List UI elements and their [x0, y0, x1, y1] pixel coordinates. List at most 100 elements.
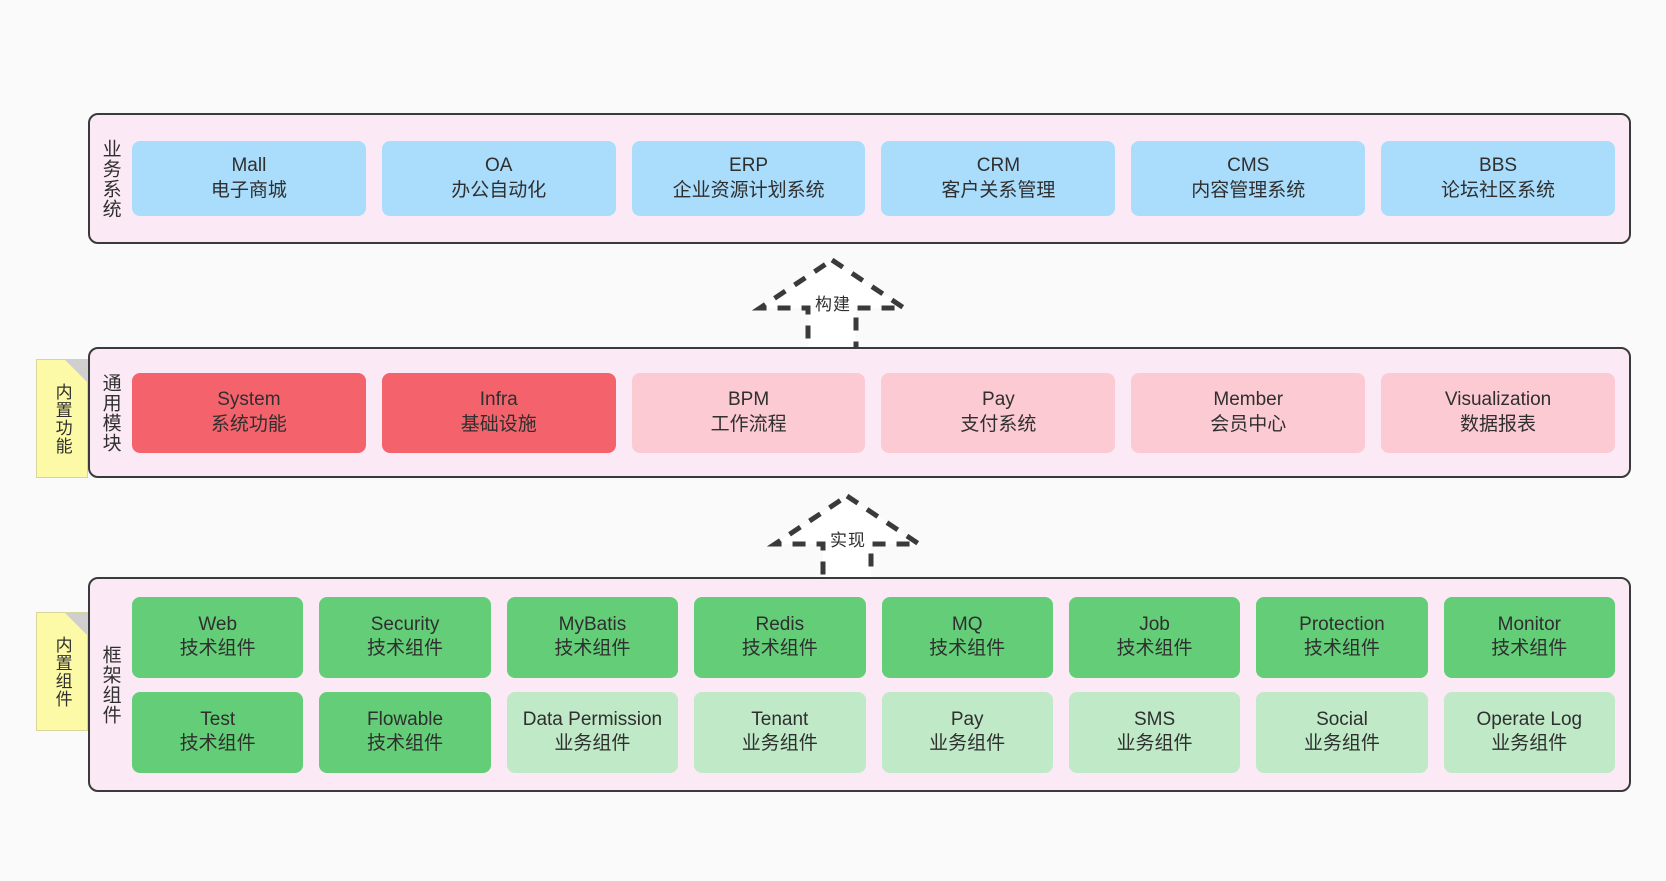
card-desc: 企业资源计划系统	[672, 179, 825, 201]
layer-modules-title: 通用模块	[99, 372, 121, 453]
card-desc: 客户关系管理	[941, 179, 1056, 201]
note-label: 内置组件	[52, 635, 72, 708]
card-name: MyBatis	[558, 613, 627, 635]
business-card-bbs[interactable]: BBS 论坛社区系统	[1381, 141, 1615, 216]
card-name: Web	[198, 613, 238, 635]
card-name: Job	[1139, 613, 1170, 635]
card-desc: 业务组件	[741, 733, 818, 754]
card-name: ERP	[729, 155, 769, 177]
connector-build-label: 构建	[815, 295, 851, 314]
card-desc: 技术组件	[554, 638, 631, 659]
framework-tech-row: Web 技术组件 Security 技术组件 MyBatis 技术组件 Redi…	[132, 596, 1615, 678]
card-name: Pay	[982, 389, 1015, 411]
framework-card-security[interactable]: Security 技术组件	[319, 596, 491, 678]
card-name: Protection	[1299, 613, 1385, 635]
framework-card-test[interactable]: Test 技术组件	[132, 691, 304, 773]
framework-card-monitor[interactable]: Monitor 技术组件	[1443, 596, 1615, 678]
card-name: Pay	[950, 708, 984, 730]
business-card-oa[interactable]: OA 办公自动化	[381, 141, 616, 216]
card-name: CRM	[976, 155, 1021, 177]
card-name: OA	[485, 155, 513, 177]
modules-row: System 系统功能 Infra 基础设施 BPM 工作流程 Pay 支付系统…	[132, 372, 1615, 453]
framework-card-web[interactable]: Web 技术组件	[132, 596, 304, 678]
card-desc: 系统功能	[210, 413, 287, 435]
framework-card-sms[interactable]: SMS 业务组件	[1068, 691, 1241, 773]
card-desc: 技术组件	[929, 638, 1006, 659]
card-desc: 业务组件	[929, 733, 1006, 754]
card-name: MQ	[951, 613, 983, 635]
framework-card-mybatis[interactable]: MyBatis 技术组件	[506, 596, 679, 678]
card-desc: 业务组件	[1303, 733, 1380, 754]
layer-business-title: 业务系统	[99, 138, 121, 219]
layer-business-systems: 业务系统 Mall 电子商城 OA 办公自动化 ERP 企业资源计划系统 CRM…	[88, 113, 1631, 244]
module-card-member[interactable]: Member 会员中心	[1131, 372, 1366, 453]
framework-card-data-permission[interactable]: Data Permission 业务组件	[506, 691, 679, 773]
framework-card-operate-log[interactable]: Operate Log 业务组件	[1443, 691, 1615, 773]
card-name: Test	[200, 708, 236, 730]
module-card-system[interactable]: System 系统功能	[132, 372, 366, 453]
layer-framework-body: Web 技术组件 Security 技术组件 MyBatis 技术组件 Redi…	[130, 579, 1629, 790]
card-desc: 业务组件	[554, 733, 631, 754]
card-desc: 技术组件	[179, 638, 256, 659]
card-desc: 业务组件	[1116, 733, 1193, 754]
card-desc: 技术组件	[179, 733, 256, 754]
card-desc: 办公自动化	[451, 179, 547, 201]
card-desc: 技术组件	[741, 638, 818, 659]
layer-framework-components: 框架组件 Web 技术组件 Security 技术组件 MyBatis 技术组件…	[88, 577, 1631, 792]
framework-mixed-row: Test 技术组件 Flowable 技术组件 Data Permission …	[132, 691, 1615, 773]
card-desc: 技术组件	[1303, 638, 1380, 659]
card-name: Data Permission	[522, 708, 663, 730]
note-label: 内置功能	[52, 382, 72, 455]
connector-build-arrow: 构建	[751, 256, 913, 356]
card-desc: 电子商城	[210, 179, 287, 201]
note-fold-corner-icon	[65, 613, 87, 635]
card-desc: 会员中心	[1210, 413, 1287, 435]
layer-general-modules: 通用模块 System 系统功能 Infra 基础设施 BPM 工作流程 Pay…	[88, 347, 1631, 478]
connector-implement-label: 实现	[830, 531, 866, 550]
card-desc: 业务组件	[1491, 733, 1568, 754]
card-name: BBS	[1479, 155, 1518, 177]
card-name: Tenant	[751, 708, 809, 730]
card-desc: 工作流程	[710, 413, 787, 435]
framework-card-social[interactable]: Social 业务组件	[1256, 691, 1428, 773]
layer-business-body: Mall 电子商城 OA 办公自动化 ERP 企业资源计划系统 CRM 客户关系…	[130, 115, 1629, 242]
framework-card-protection[interactable]: Protection 技术组件	[1256, 596, 1428, 678]
card-desc: 数据报表	[1460, 413, 1537, 435]
framework-card-mq[interactable]: MQ 技术组件	[881, 596, 1053, 678]
module-card-infra[interactable]: Infra 基础设施	[381, 372, 616, 453]
framework-card-pay[interactable]: Pay 业务组件	[881, 691, 1053, 773]
card-desc: 支付系统	[960, 413, 1037, 435]
card-name: Security	[370, 613, 440, 635]
business-card-erp[interactable]: ERP 企业资源计划系统	[631, 141, 866, 216]
note-fold-corner-icon	[65, 360, 87, 382]
note-builtin-components: 内置组件	[36, 612, 88, 731]
module-card-pay[interactable]: Pay 支付系统	[881, 372, 1116, 453]
card-name: CMS	[1227, 155, 1270, 177]
card-name: Flowable	[367, 708, 444, 730]
module-card-visualization[interactable]: Visualization 数据报表	[1381, 372, 1615, 453]
card-name: Mall	[231, 155, 267, 177]
framework-card-flowable[interactable]: Flowable 技术组件	[319, 691, 491, 773]
business-card-crm[interactable]: CRM 客户关系管理	[881, 141, 1116, 216]
business-card-mall[interactable]: Mall 电子商城	[132, 141, 366, 216]
card-name: Infra	[479, 389, 518, 411]
layer-modules-body: System 系统功能 Infra 基础设施 BPM 工作流程 Pay 支付系统…	[130, 349, 1629, 476]
card-name: Member	[1213, 389, 1284, 411]
card-desc: 论坛社区系统	[1441, 179, 1556, 201]
framework-card-tenant[interactable]: Tenant 业务组件	[694, 691, 866, 773]
card-desc: 技术组件	[1116, 638, 1193, 659]
card-name: Visualization	[1444, 389, 1552, 411]
card-desc: 基础设施	[460, 413, 537, 435]
module-card-bpm[interactable]: BPM 工作流程	[631, 372, 866, 453]
card-name: SMS	[1133, 708, 1176, 730]
business-card-cms[interactable]: CMS 内容管理系统	[1131, 141, 1366, 216]
card-name: Social	[1316, 708, 1368, 730]
card-desc: 技术组件	[1491, 638, 1568, 659]
card-desc: 技术组件	[367, 733, 444, 754]
framework-card-job[interactable]: Job 技术组件	[1068, 596, 1241, 678]
note-builtin-functions: 内置功能	[36, 359, 88, 478]
card-name: System	[217, 389, 281, 411]
business-row: Mall 电子商城 OA 办公自动化 ERP 企业资源计划系统 CRM 客户关系…	[132, 141, 1615, 216]
framework-card-redis[interactable]: Redis 技术组件	[694, 596, 866, 678]
